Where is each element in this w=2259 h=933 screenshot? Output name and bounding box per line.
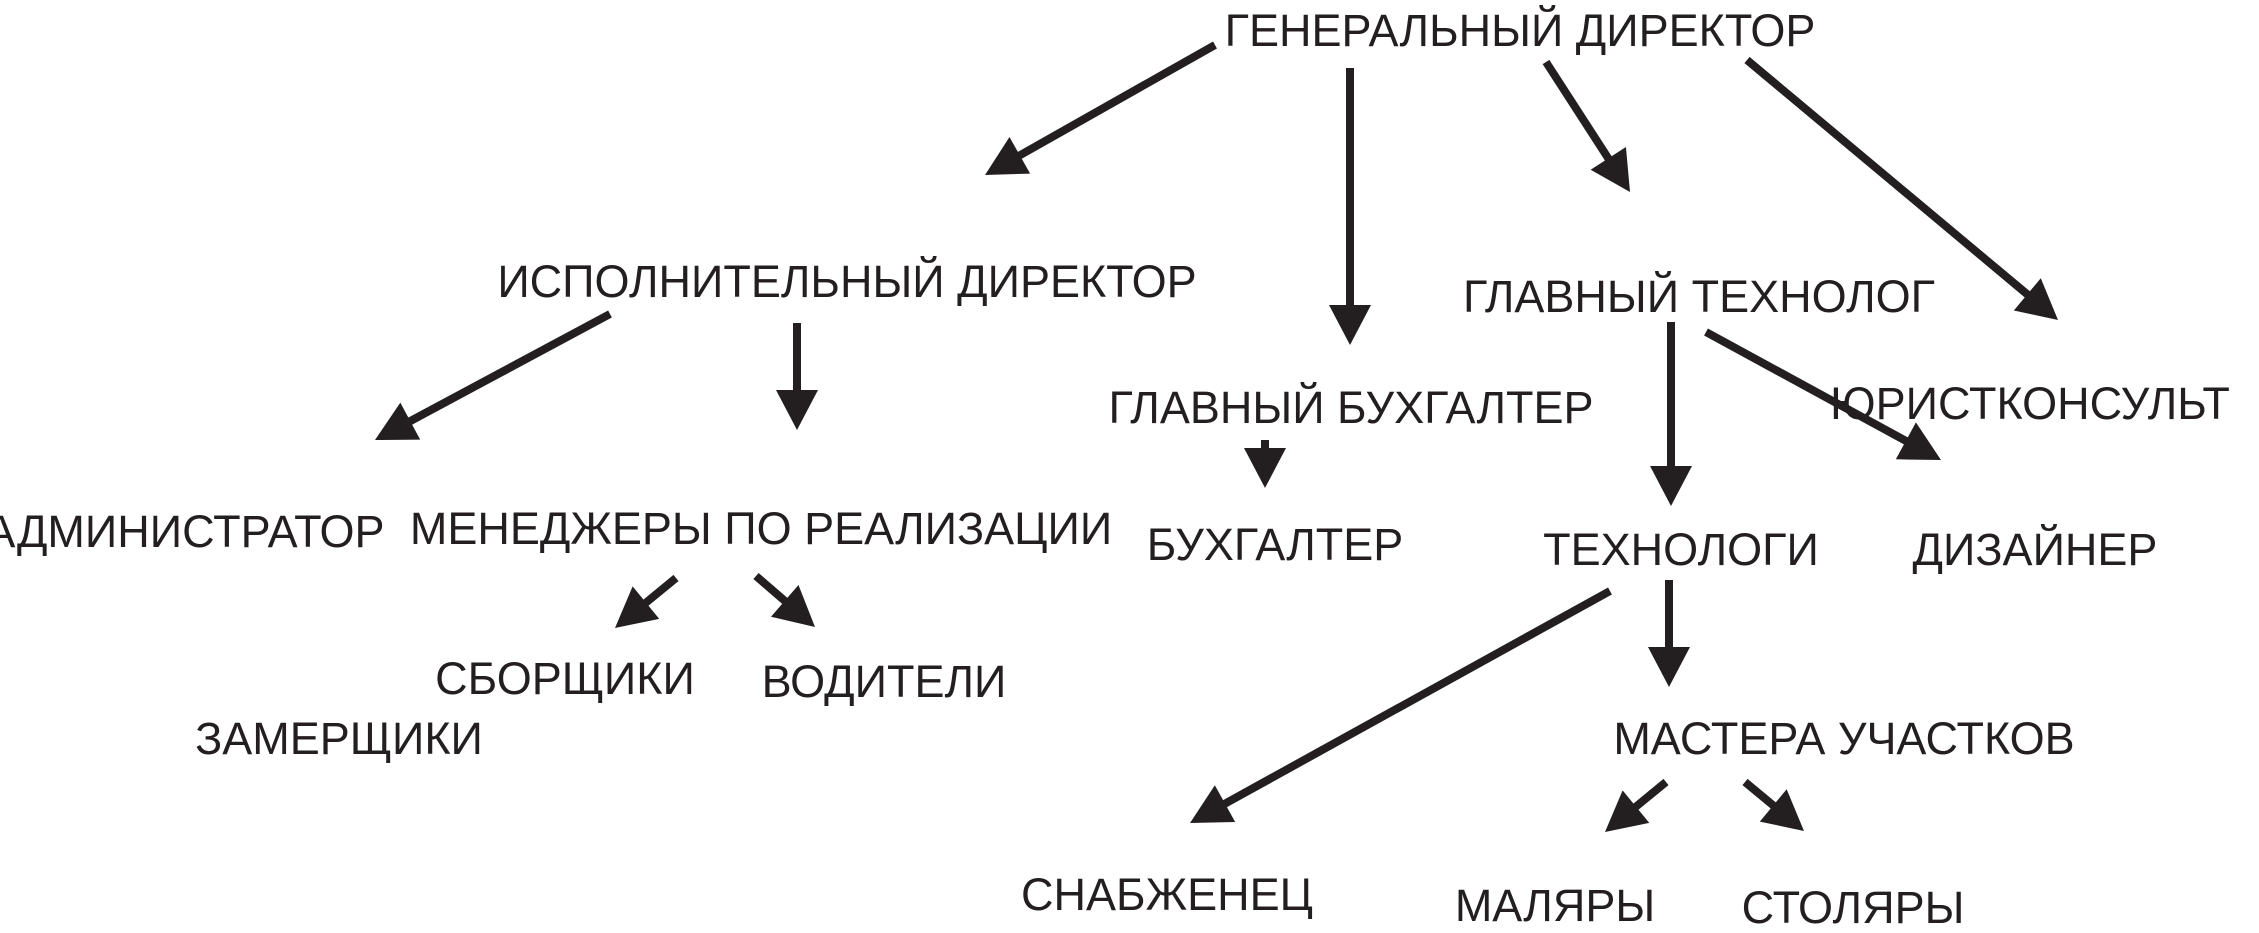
node-executive-director: ИСПОЛНИТЕЛЬНЫЙ ДИРЕКТОР xyxy=(497,256,1197,307)
arrow-head xyxy=(1190,785,1236,823)
arrow-general-director-to-chief-technologist xyxy=(1542,59,1630,192)
arrow-shaft xyxy=(1542,59,1613,163)
arrow-chief-technologist-to-designer xyxy=(1704,328,1941,460)
arrow-head xyxy=(1648,647,1690,687)
node-carpenters: СТОЛЯРЫ xyxy=(1741,882,1965,933)
arrow-head xyxy=(985,137,1031,175)
arrow-shaft xyxy=(641,574,679,608)
arrow-general-director-to-chief-accountant xyxy=(1329,68,1371,345)
arrow-shaft xyxy=(1016,41,1217,160)
node-designer: ДИЗАЙНЕР xyxy=(1912,524,2158,575)
node-section-masters: МАСТЕРА УЧАСТКОВ xyxy=(1613,713,2075,764)
arrow-technologists-to-supplier xyxy=(1190,587,1612,823)
arrow-head xyxy=(615,586,660,628)
arrow-shaft xyxy=(753,572,789,606)
arrow-general-director-to-executive-director xyxy=(985,41,1217,175)
arrow-shaft xyxy=(1704,328,1910,446)
node-assemblers: СБОРЩИКИ xyxy=(435,653,695,704)
arrow-head xyxy=(1244,448,1286,488)
arrow-head xyxy=(1759,789,1804,831)
arrow-head xyxy=(1650,466,1692,506)
arrow-shaft xyxy=(1744,56,2032,299)
arrow-shaft xyxy=(406,310,612,426)
arrow-head xyxy=(1605,790,1650,832)
node-chief-technologist: ГЛАВНЫЙ ТЕХНОЛОГ xyxy=(1463,271,1935,322)
node-sales-managers: МЕНЕДЖЕРЫ ПО РЕАЛИЗАЦИИ xyxy=(409,503,1113,554)
node-supplier: СНАБЖЕНЕЦ xyxy=(1021,869,1313,920)
node-drivers: ВОДИТЕЛИ xyxy=(761,656,1007,707)
arrow-executive-director-to-administrator xyxy=(375,310,612,440)
node-chief-accountant: ГЛАВНЫЙ БУХГАЛТЕР xyxy=(1108,382,1594,433)
node-technologists: ТЕХНОЛОГИ xyxy=(1543,524,1819,575)
arrow-chief-technologist-to-technologists xyxy=(1650,322,1692,506)
node-administrator: АДМИНИСТРАТОР xyxy=(0,506,385,557)
node-accountant: БУХГАЛТЕР xyxy=(1146,519,1404,570)
arrow-shaft xyxy=(1631,778,1669,812)
arrow-shaft xyxy=(1221,587,1612,809)
arrow-head xyxy=(1590,147,1630,192)
arrow-head xyxy=(375,402,421,440)
arrow-section-masters-to-carpenters xyxy=(1742,778,1804,831)
arrow-head xyxy=(771,584,815,627)
arrow-executive-director-to-sales-managers xyxy=(776,323,818,430)
arrow-section-masters-to-painters xyxy=(1605,778,1669,832)
node-painters: МАЛЯРЫ xyxy=(1454,880,1656,931)
arrow-head xyxy=(2013,278,2058,320)
arrow-head xyxy=(1895,422,1941,460)
arrow-sales-managers-to-assemblers xyxy=(615,574,679,628)
arrow-sales-managers-to-drivers xyxy=(753,572,815,627)
arrow-shaft xyxy=(1742,778,1778,810)
arrow-chief-accountant-to-accountant xyxy=(1244,440,1286,488)
node-measurers: ЗАМЕРЩИКИ xyxy=(195,713,483,764)
arrow-head xyxy=(776,390,818,430)
arrow-general-director-to-legal-adviser xyxy=(1744,56,2058,320)
arrow-head xyxy=(1329,305,1371,345)
arrow-technologists-to-section-masters xyxy=(1648,580,1690,687)
node-general-director: ГЕНЕРАЛЬНЫЙ ДИРЕКТОР xyxy=(1224,5,1816,56)
node-legal-adviser: ЮРИСТКОНСУЛЬТ xyxy=(1830,378,2230,429)
